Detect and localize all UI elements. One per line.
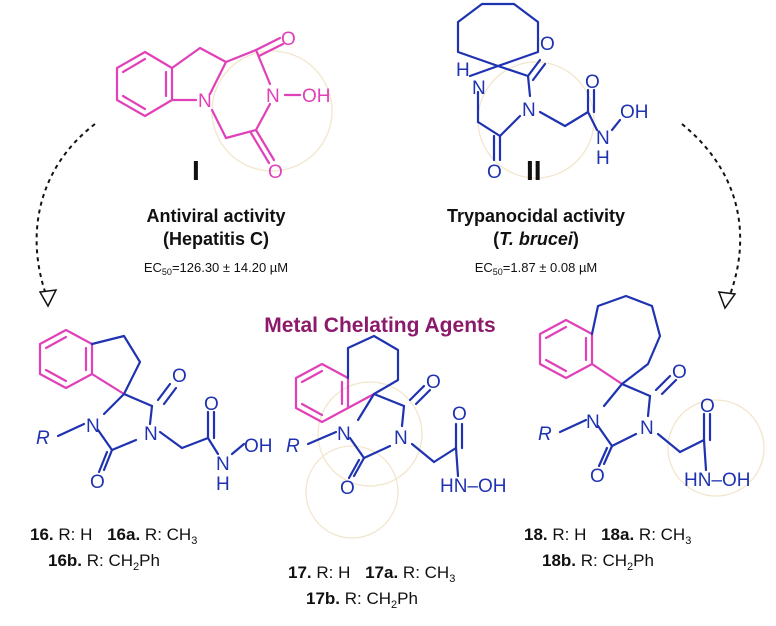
compound-ii-label: II	[526, 155, 542, 186]
series-16-atom-n2: N	[144, 424, 158, 445]
series-16-atom-o1: O	[172, 366, 187, 387]
series-17-atom-o3: O	[452, 404, 467, 425]
compound-i-atom-n2: N	[266, 86, 280, 107]
series-17-structure: R N O N O O HN–OH	[286, 334, 507, 539]
compound-ii-activity: Trypanocidal activity	[447, 206, 625, 226]
arrow-right	[681, 123, 742, 301]
center-title: Metal Chelating Agents	[264, 314, 495, 337]
compound-i-activity: Antiviral activity	[146, 206, 285, 226]
arrow-left-head	[38, 289, 58, 308]
series-18-structure: R N O N O O HN–OH	[538, 294, 765, 497]
series-18-atom-o1: O	[672, 362, 687, 383]
series-18-atom-o3: O	[700, 396, 715, 417]
series-17-atom-hnoh: HN–OH	[440, 476, 507, 497]
arrow-left	[35, 123, 96, 301]
series-17-atom-n1: N	[337, 424, 351, 445]
compound-i-target: (Hepatitis C)	[163, 229, 269, 249]
series-18-benzene	[538, 318, 594, 380]
series-17-legend-line1: 17. R: H 17a. R: CH3	[288, 563, 455, 585]
series-16-atom-r: R	[36, 428, 50, 449]
series-16-legend-line1: 16. R: H 16a. R: CH3	[30, 525, 197, 547]
compound-ii-atom-n1: N	[472, 78, 486, 99]
compound-ii-atom-nh: N	[596, 128, 610, 149]
series-16-benzene	[38, 328, 94, 390]
compound-ii-atom-o3: O	[585, 72, 600, 93]
series-16-atom-n3: N	[216, 454, 230, 475]
compound-i-atom-o1: O	[281, 29, 296, 50]
series-18-atom-n1: N	[586, 412, 600, 433]
compound-i-halo	[211, 50, 333, 172]
series-17-atom-r: R	[286, 436, 300, 457]
compound-i-ec50: EC50=126.30 ± 14.20 µM	[144, 260, 288, 277]
compound-i-atom-n1: N	[198, 91, 212, 112]
series-17-halo	[305, 445, 399, 539]
series-18-atom-o2: O	[590, 466, 605, 487]
series-17-atom-o1: O	[426, 372, 441, 393]
compound-i-label: I	[192, 155, 200, 186]
compound-i-atom-oh: OH	[302, 86, 331, 107]
compound-ii-atom-n2: N	[522, 100, 536, 121]
series-16-structure: R N O N O O N H OH	[36, 328, 423, 495]
series-18-atom-n2: N	[640, 418, 654, 439]
series-17-atom-n2: N	[394, 428, 408, 449]
compound-ii-atom-o1: O	[540, 34, 555, 55]
compound-ii-ec50: EC50=1.87 ± 0.08 µM	[475, 260, 598, 277]
series-18-atom-r: R	[538, 424, 552, 445]
series-18-atom-hnoh: HN–OH	[684, 470, 751, 491]
compound-ii-target: (T. brucei)	[493, 229, 579, 249]
compound-ii-atom-h2: H	[596, 148, 610, 169]
series-17-legend-line2: 17b. R: CH2Ph	[306, 589, 418, 611]
series-16-legend-line2: 16b. R: CH2Ph	[48, 551, 160, 573]
series-16-atom-o3: O	[204, 394, 219, 415]
compound-i-benzene	[115, 50, 174, 118]
compound-ii-atom-oh: OH	[620, 102, 649, 123]
series-18-legend-line1: 18. R: H 18a. R: CH3	[524, 525, 691, 547]
series-16-atom-o2: O	[90, 472, 105, 493]
compound-ii-atom-h: H	[456, 60, 470, 81]
arrow-right-head	[717, 291, 737, 310]
series-16-halo	[317, 381, 423, 487]
series-16-atom-h: H	[216, 474, 230, 495]
compound-ii-structure: H N O N O O N H OH	[456, 2, 649, 183]
series-16-atom-oh: OH	[244, 436, 273, 457]
series-18-halo	[667, 399, 765, 497]
series-17-atom-o2: O	[340, 478, 355, 499]
series-18-legend-line2: 18b. R: CH2Ph	[542, 551, 654, 573]
compound-i-atom-o2: O	[268, 162, 283, 183]
compound-ii-cycloheptane	[456, 2, 540, 68]
compound-i-structure: N N OH O O	[115, 29, 333, 183]
series-16-atom-n1: N	[86, 416, 100, 437]
compound-ii-atom-o2: O	[487, 162, 502, 183]
